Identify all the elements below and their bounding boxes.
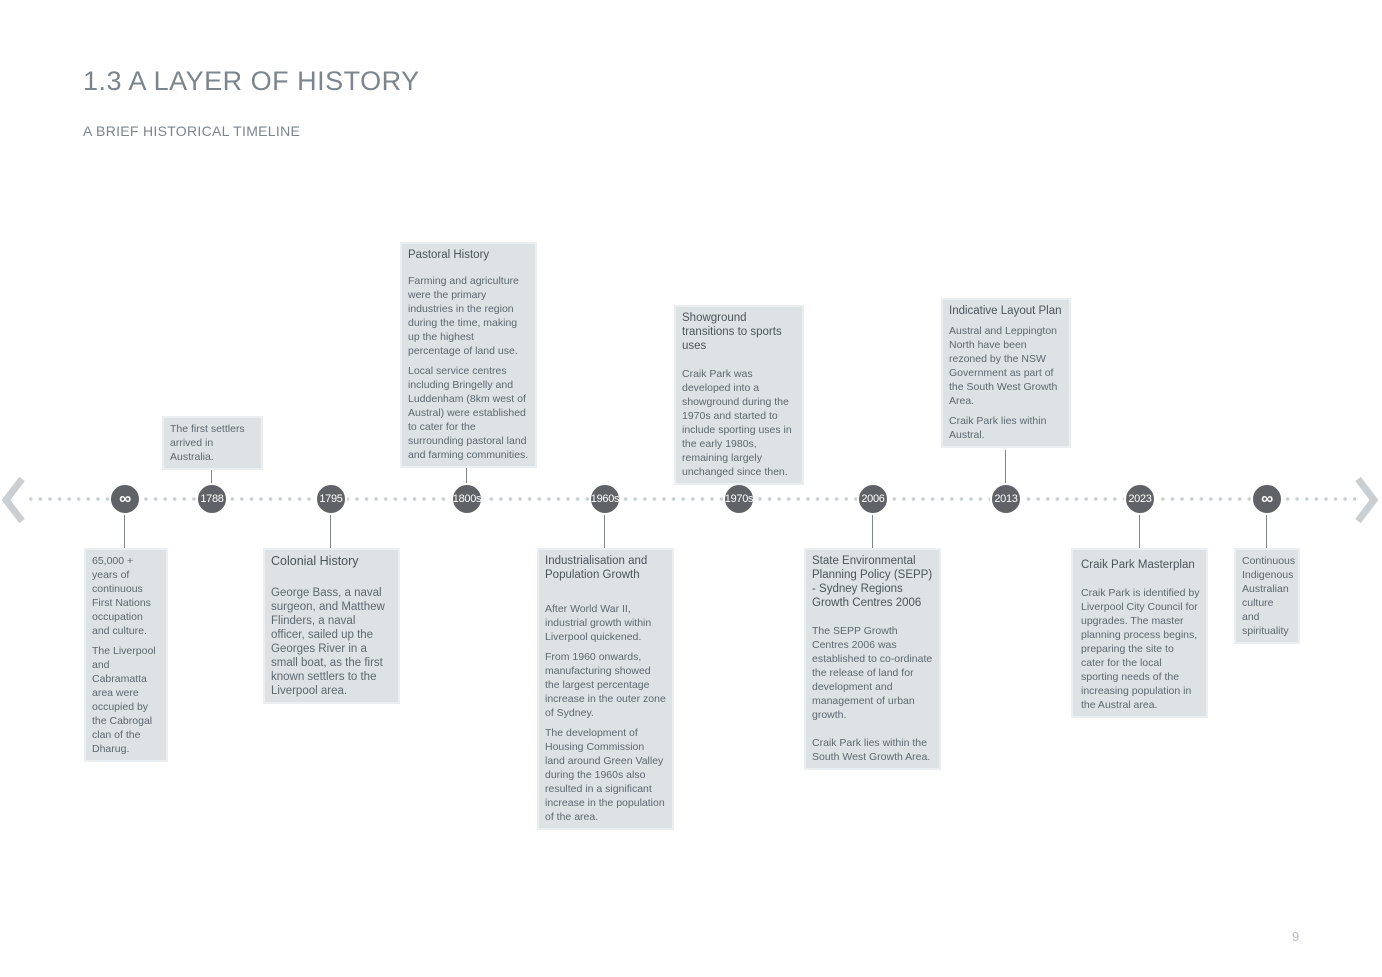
event-title: Indicative Layout Plan xyxy=(949,305,1062,317)
event-title: Industrialisation and Population Growth xyxy=(545,555,648,581)
event-continuous: Continuous Indigenous Australian culture… xyxy=(1234,548,1300,644)
stem-continuous xyxy=(1266,515,1267,549)
stem-2006 xyxy=(872,515,873,549)
event-text: The development of Housing Commission la… xyxy=(545,727,665,823)
event-text: Craik Park lies within the South West Gr… xyxy=(812,737,931,763)
event-text: Austral and Leppington North have been r… xyxy=(949,325,1058,407)
timeline-node-1788: 1788 xyxy=(196,483,228,515)
timeline-node-1960s: 1960s xyxy=(589,483,621,515)
event-title: State Environmental Planning Policy (SEP… xyxy=(812,555,933,609)
event-text: Craik Park was developed into a showgrou… xyxy=(682,368,792,478)
chevron-right-icon xyxy=(1354,477,1378,523)
event-text: After World War II, industrial growth wi… xyxy=(545,603,652,643)
event-text: 65,000 + years of continuous First Natio… xyxy=(92,555,151,637)
stem-1795 xyxy=(330,515,331,549)
event-text: Local service centres including Bringell… xyxy=(408,365,529,461)
timeline-node-2023: 2023 xyxy=(1124,483,1156,515)
stem-first-nations xyxy=(124,515,125,549)
event-text: Craik Park lies within Austral. xyxy=(949,415,1047,441)
event-showground: Showground transitions to sports uses Cr… xyxy=(674,305,804,485)
page-subtitle: A BRIEF HISTORICAL TIMELINE xyxy=(83,123,301,139)
timeline-node-2013: 2013 xyxy=(990,483,1022,515)
event-text: George Bass, a naval surgeon, and Matthe… xyxy=(271,587,385,697)
event-title: Pastoral History xyxy=(408,249,490,261)
timeline-dotted-line xyxy=(26,497,1356,501)
infinity-icon: ∞ xyxy=(1251,483,1283,515)
stem-2013 xyxy=(1005,450,1006,483)
page-number: 9 xyxy=(1292,929,1300,944)
event-text: The Liverpool and Cabramatta area were o… xyxy=(92,645,156,755)
event-first-nations: 65,000 + years of continuous First Natio… xyxy=(84,548,168,762)
event-colonial-history: Colonial History George Bass, a naval su… xyxy=(263,548,400,704)
stem-1960s xyxy=(604,515,605,549)
event-text: Craik Park is identified by Liverpool Ci… xyxy=(1081,587,1200,711)
timeline-node-2006: 2006 xyxy=(857,483,889,515)
timeline-node-1970s: 1970s xyxy=(723,483,755,515)
timeline-node-1800s: 1800s xyxy=(451,483,483,515)
event-text: The first settlers arrived in Australia. xyxy=(170,423,245,463)
event-layout-plan: Indicative Layout Plan Austral and Leppi… xyxy=(941,298,1071,448)
timeline-node-1795: 1795 xyxy=(315,483,347,515)
event-text: From 1960 onwards, manufacturing showed … xyxy=(545,651,666,719)
event-industrialisation: Industrialisation and Population Growth … xyxy=(537,548,674,830)
event-title: Colonial History xyxy=(271,554,359,568)
stem-2023 xyxy=(1139,515,1140,549)
event-text: The SEPP Growth Centres 2006 was establi… xyxy=(812,625,933,721)
event-title: Showground transitions to sports uses xyxy=(682,312,782,352)
event-pastoral-history: Pastoral History Farming and agriculture… xyxy=(400,242,537,468)
infinity-icon: ∞ xyxy=(109,483,141,515)
event-text: Continuous Indigenous Australian culture… xyxy=(1242,555,1296,637)
event-text: Farming and agriculture were the primary… xyxy=(408,275,519,357)
event-title: Craik Park Masterplan xyxy=(1081,559,1195,571)
event-sepp: State Environmental Planning Policy (SEP… xyxy=(804,548,941,770)
event-masterplan: Craik Park Masterplan Craik Park is iden… xyxy=(1071,548,1208,718)
chevron-left-icon xyxy=(2,477,26,523)
page-title: 1.3 A LAYER OF HISTORY xyxy=(83,66,420,96)
event-first-settlers: The first settlers arrived in Australia. xyxy=(162,416,263,470)
